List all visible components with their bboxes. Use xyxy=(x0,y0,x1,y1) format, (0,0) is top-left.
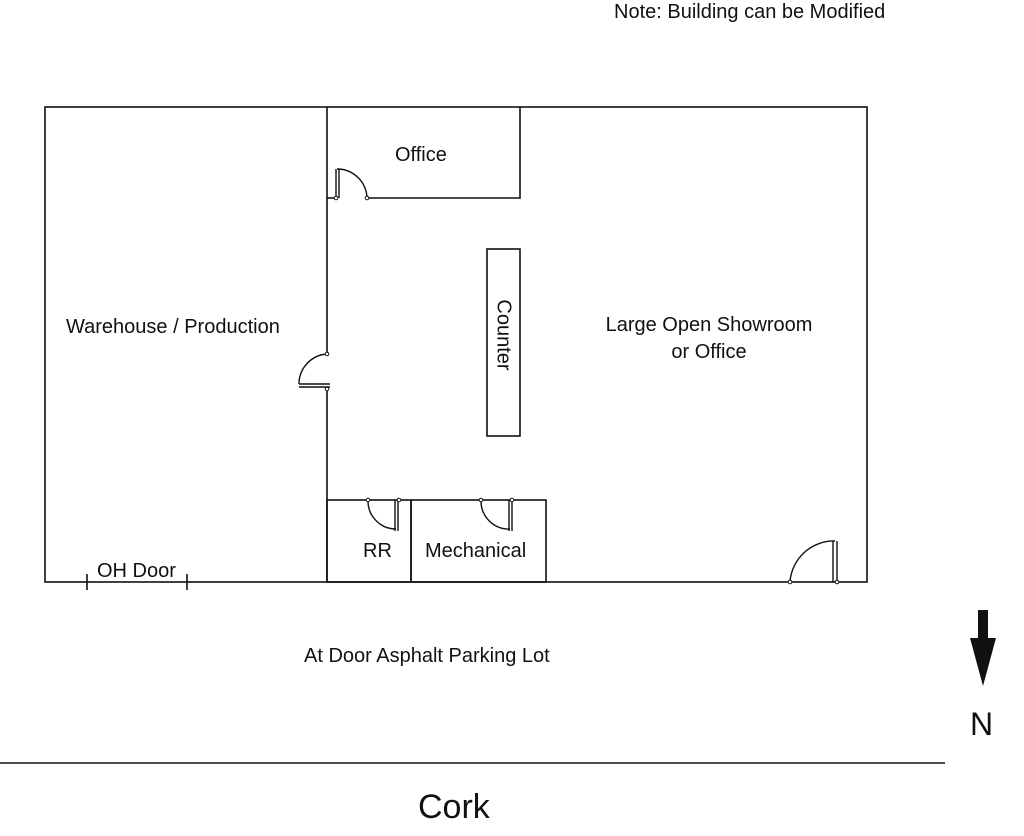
mechanical-label: Mechanical xyxy=(425,540,527,562)
office-door xyxy=(333,168,370,201)
showroom-label-line1: Large Open Showroom xyxy=(605,314,813,336)
counter-label: Counter xyxy=(492,299,515,371)
north-arrow-icon xyxy=(970,610,996,686)
street-label: Cork xyxy=(418,788,490,826)
parking-label: At Door Asphalt Parking Lot xyxy=(304,645,550,667)
restroom-door xyxy=(365,497,402,531)
compass-label: N xyxy=(970,706,994,742)
office-wall xyxy=(367,107,521,199)
restroom-label: RR xyxy=(363,540,392,562)
oh-door-label: OH Door xyxy=(97,560,176,582)
warehouse-door xyxy=(298,351,330,392)
mechanical-door xyxy=(478,497,515,531)
note-text: Note: Building can be Modified xyxy=(614,1,886,23)
showroom-label-line2: or Office xyxy=(671,341,747,363)
counter-shape xyxy=(486,248,521,437)
warehouse-label: Warehouse / Production xyxy=(66,316,280,338)
mechanical-room xyxy=(410,499,547,583)
office-label: Office xyxy=(395,144,447,166)
showroom-entry-door xyxy=(787,540,840,585)
